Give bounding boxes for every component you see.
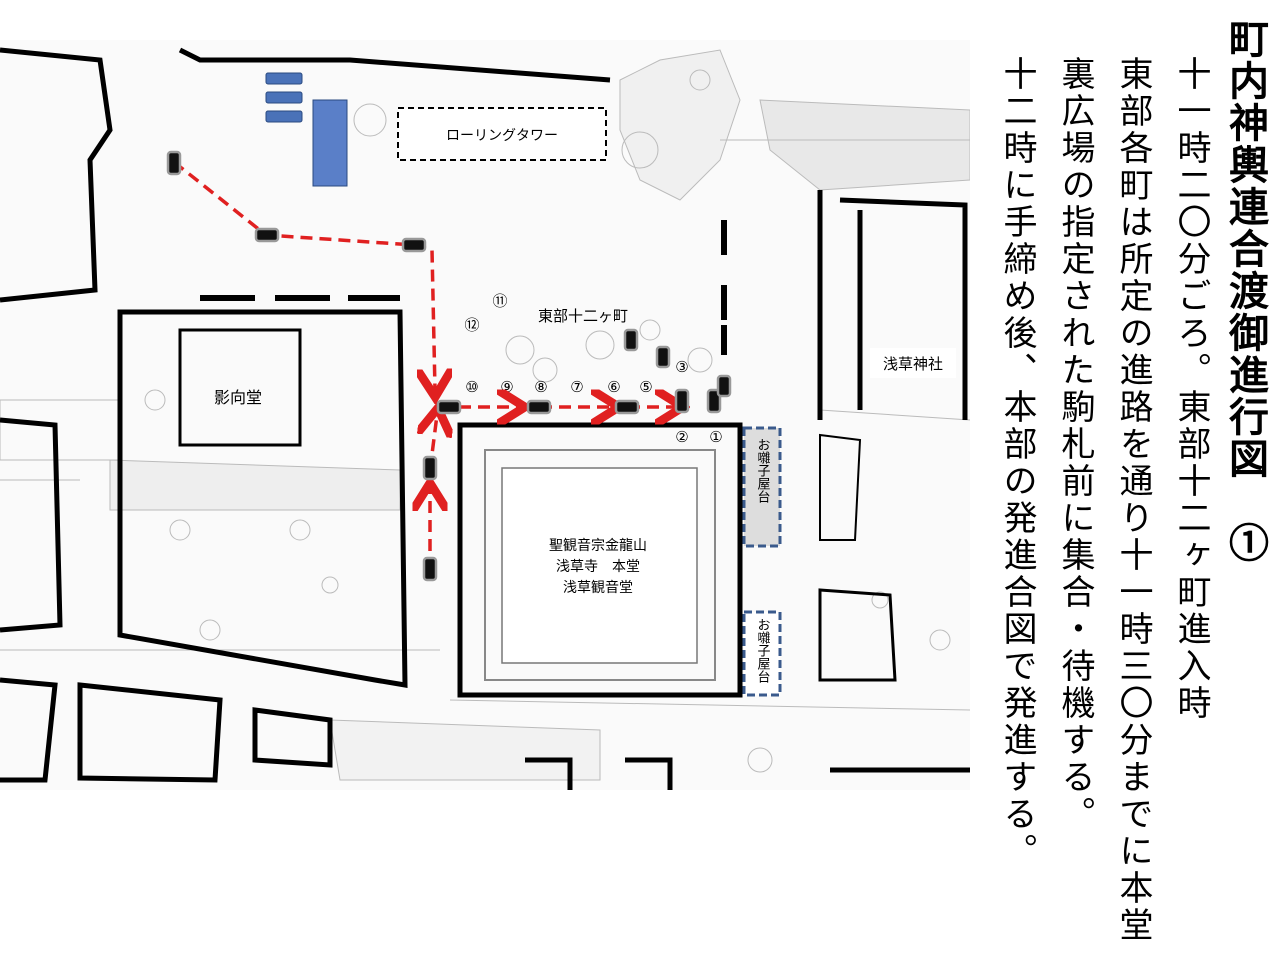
position-5: ⑤: [639, 378, 652, 396]
text-line-4: 十二時に手締め後、本部の発進合図で発進する。: [997, 56, 1037, 870]
position-9: ⑨: [500, 378, 513, 396]
rolling-tower-label: ローリングタワー: [446, 128, 558, 144]
procession-map: ローリングタワー 影向堂 東部十二ヶ町 浅草神社 聖観音宗金龍山 浅草寺 本堂 …: [0, 40, 970, 790]
position-6: ⑥: [607, 378, 620, 396]
mikoshi-markers: [166, 150, 732, 582]
ohayashi-stages: お囃子屋台 お囃子屋台: [742, 426, 782, 697]
text-line-1: 十一時二〇分ごろ。東部十二ヶ町進入時: [1171, 56, 1211, 722]
main-hall-line-3: 浅草観音堂: [563, 579, 633, 596]
position-2: ②: [675, 428, 688, 446]
ohayashi-label-2: お囃子屋台: [755, 618, 771, 683]
position-7: ⑦: [570, 378, 583, 396]
walls: [0, 47, 970, 790]
position-12: ⑫: [464, 316, 479, 334]
position-numbers: ① ② ③ ④ ⑤ ⑥ ⑦ ⑧ ⑨ ⑩ ⑪ ⑫: [464, 292, 722, 446]
main-hall-line-1: 聖観音宗金龍山: [549, 537, 647, 554]
tobu-label: 東部十二ヶ町: [538, 307, 628, 325]
position-10: ⑩: [465, 378, 478, 396]
main-hall-line-2: 浅草寺 本堂: [556, 559, 640, 575]
position-8: ⑧: [534, 378, 547, 396]
text-line-3: 裏広場の指定された駒札前に集合・待機する。: [1055, 56, 1095, 833]
eikodo-label: 影向堂: [214, 388, 262, 407]
ohayashi-label-1: お囃子屋台: [755, 438, 771, 503]
position-3: ③: [675, 358, 688, 376]
blue-markers: [265, 72, 348, 187]
asakusa-shrine-label: 浅草神社: [883, 355, 943, 373]
page-title: 町内神輿連合渡御進行図 ①: [1222, 18, 1269, 564]
position-1: ①: [709, 428, 722, 446]
position-11: ⑪: [492, 292, 507, 310]
text-line-2: 東部各町は所定の進路を通り十一時三〇分までに本堂: [1113, 56, 1153, 944]
